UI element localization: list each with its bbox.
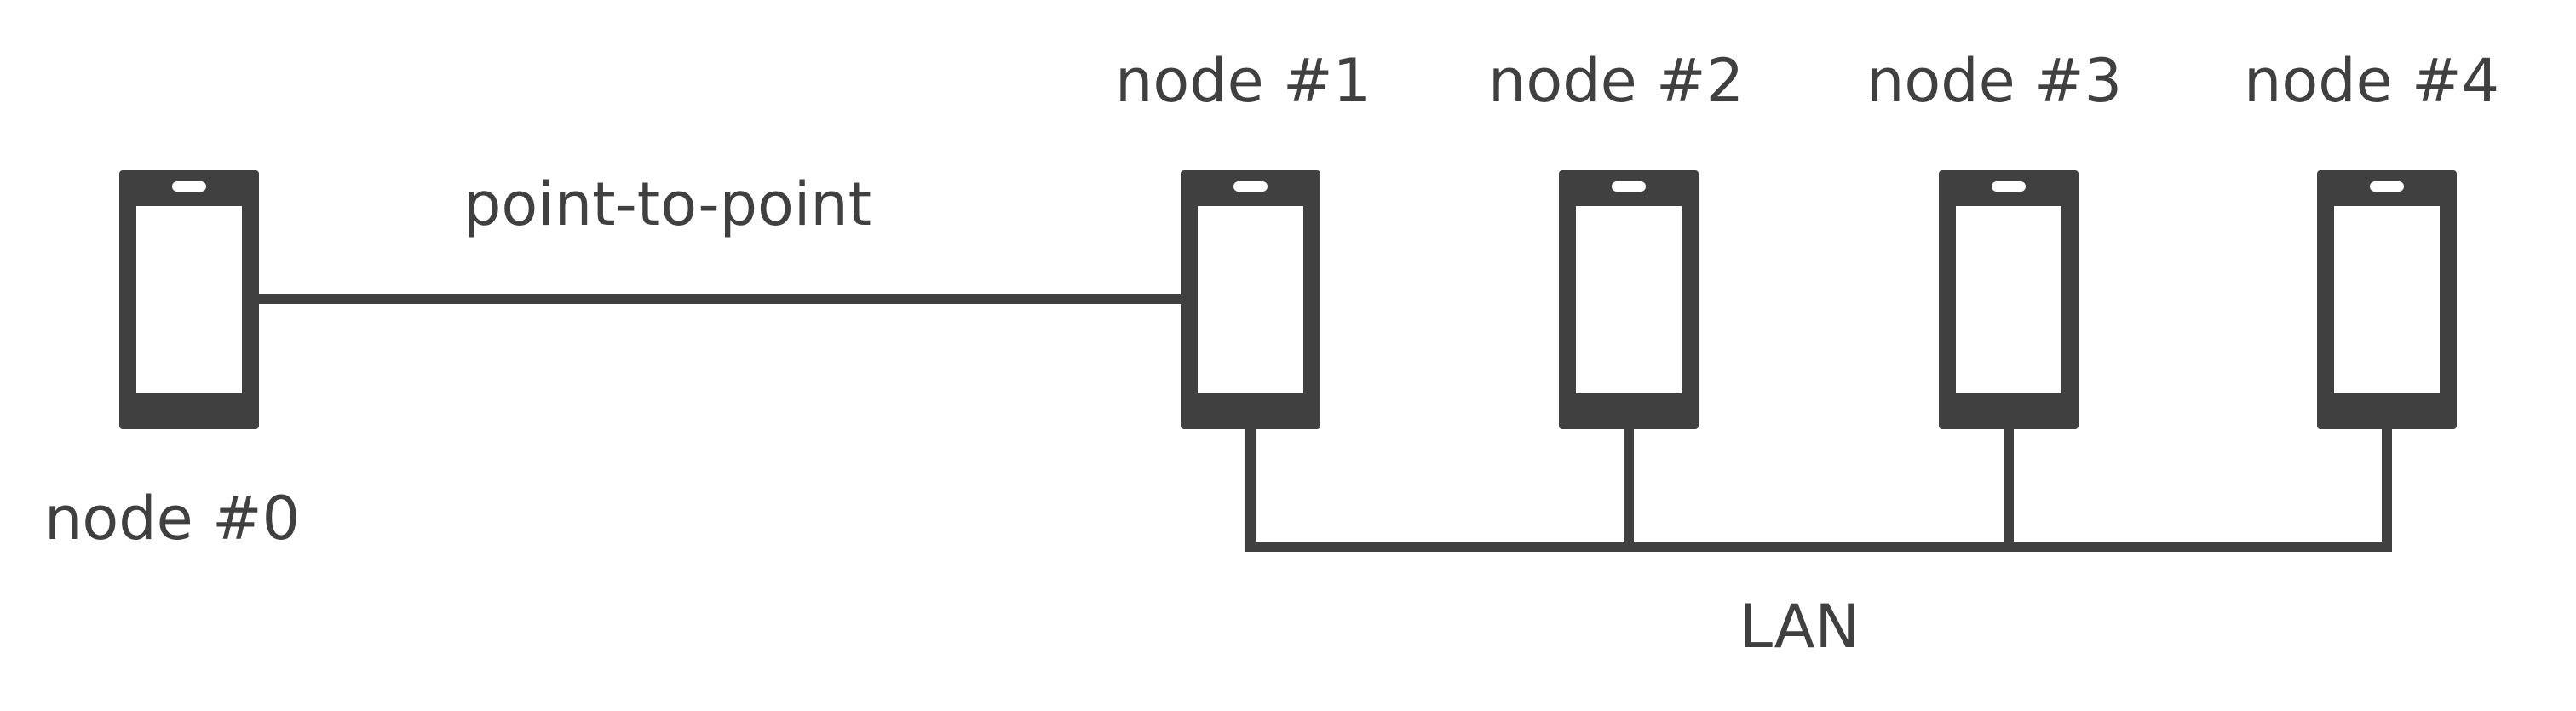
device-icon bbox=[1559, 170, 1699, 429]
node-label: node #3 bbox=[1866, 46, 2122, 116]
node-label: node #4 bbox=[2244, 46, 2499, 116]
device-icon bbox=[119, 170, 259, 429]
device-icon bbox=[1181, 170, 1320, 429]
lan-label: LAN bbox=[1739, 592, 1860, 662]
node-label: node #0 bbox=[44, 484, 300, 553]
node-3: node #3 bbox=[1866, 46, 2122, 429]
lan-bus bbox=[1245, 426, 2392, 552]
node-1: node #1 bbox=[1115, 46, 1371, 429]
device-icon bbox=[1939, 170, 2079, 429]
node-0: node #0 bbox=[44, 170, 300, 553]
point-to-point-label: point-to-point bbox=[463, 169, 871, 239]
node-label: node #1 bbox=[1115, 46, 1371, 116]
node-label: node #2 bbox=[1488, 46, 1744, 116]
node-4: node #4 bbox=[2244, 46, 2499, 429]
node-2: node #2 bbox=[1488, 46, 1744, 429]
device-icon bbox=[2317, 170, 2457, 429]
